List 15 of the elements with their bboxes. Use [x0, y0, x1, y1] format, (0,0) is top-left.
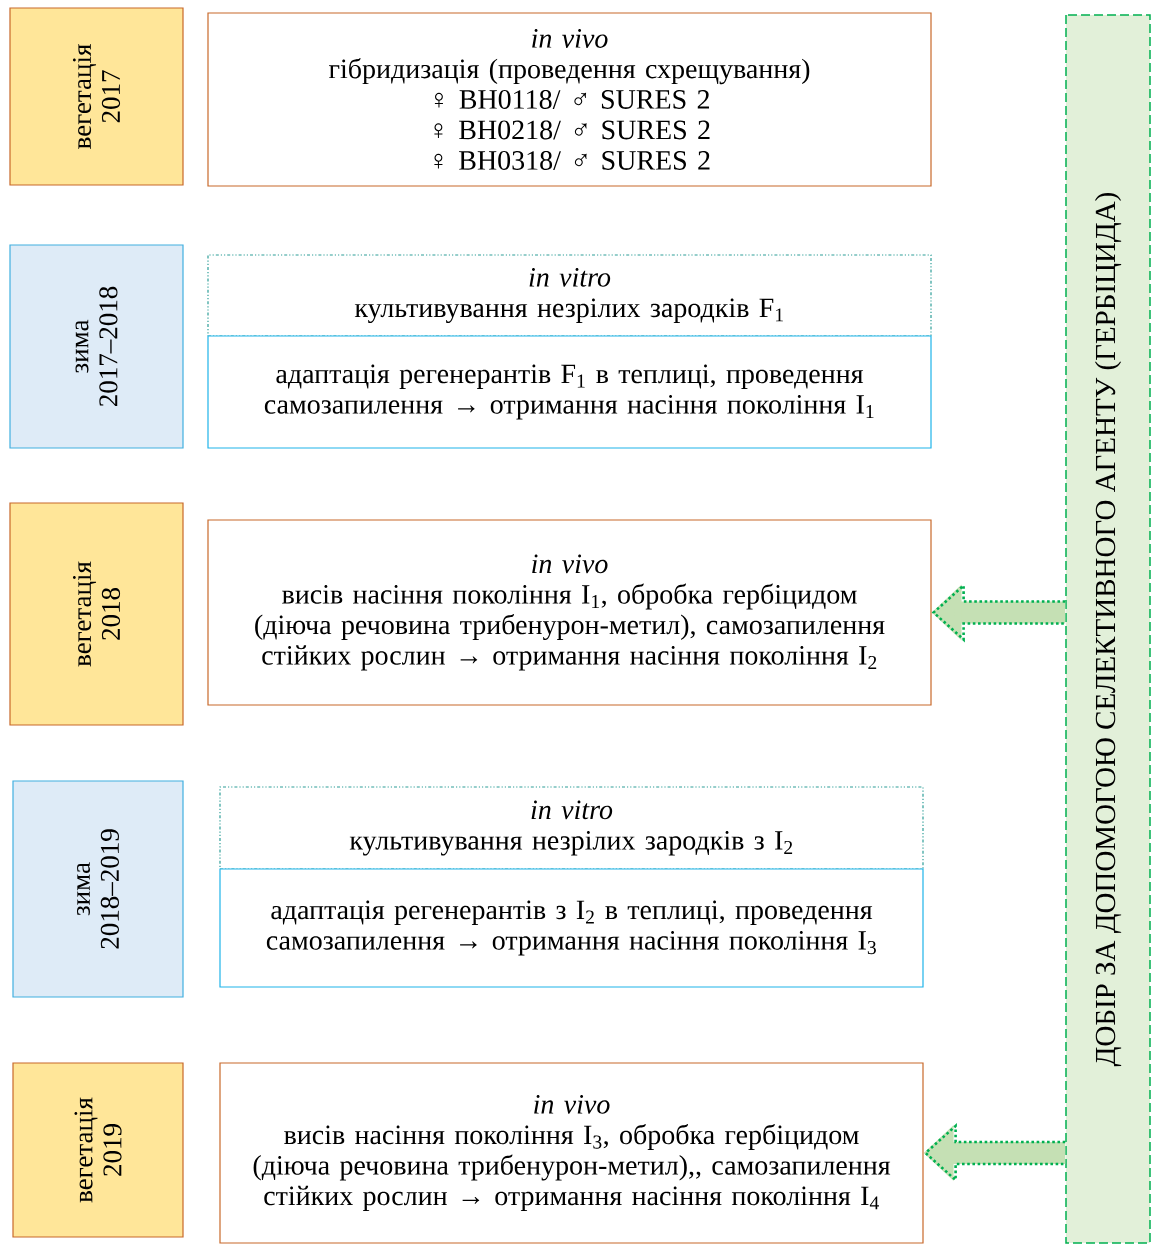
process-box: in vitro культивування незрілих зародків з I$_{2}$	[219, 786, 924, 870]
process-box: in vivo висів насіння покоління I$_{1}$, обробка гербіцидом (діюча речовина трибенурон-метил), самозапилення стійких рослин → отримання насіння покоління I$_{2}$	[207, 519, 932, 706]
season-box: зима 2018–2019	[12, 780, 184, 998]
season-box: вегетація 2018	[9, 502, 184, 726]
process-box: in vitro культивування незрілих зародків F$_{1}$	[207, 254, 932, 337]
process-box: адаптація регенерантів F$_{1}$ в теплиці, проведення самозапилення → отримання насіння покоління I$_{1}$	[207, 335, 932, 449]
arrow	[931, 582, 1066, 643]
season-box: вегетація 2017	[9, 7, 184, 186]
season-box: зима 2017–2018	[9, 244, 184, 449]
selection-band: ДОБІР ЗА ДОПОМОГОЮ СЕЛЕКТИВНОГО АГЕНТУ (ГЕРБІЦИДА)	[1065, 14, 1151, 1244]
arrow	[923, 1123, 1066, 1183]
process-box: in vivo висів насіння покоління I$_{3}$, обробка гербіцидом (діюча речовина трибенурон-метил),, самозапилення стійких рослин → отримання насіння покоління I$_{4}$	[219, 1062, 924, 1244]
process-box: in vivo гібридизація (проведення схрещування) ♀ BH0118/ ♂ SURES 2 ♀ BH0218/ ♂ SURES 2 ♀ BH0318/ ♂ SURES 2	[207, 12, 932, 187]
season-box: вегетація 2019	[12, 1062, 184, 1238]
process-box: адаптація регенерантів з I$_{2}$ в теплиці, проведення самозапилення → отримання насіння покоління I$_{3}$	[219, 868, 924, 988]
